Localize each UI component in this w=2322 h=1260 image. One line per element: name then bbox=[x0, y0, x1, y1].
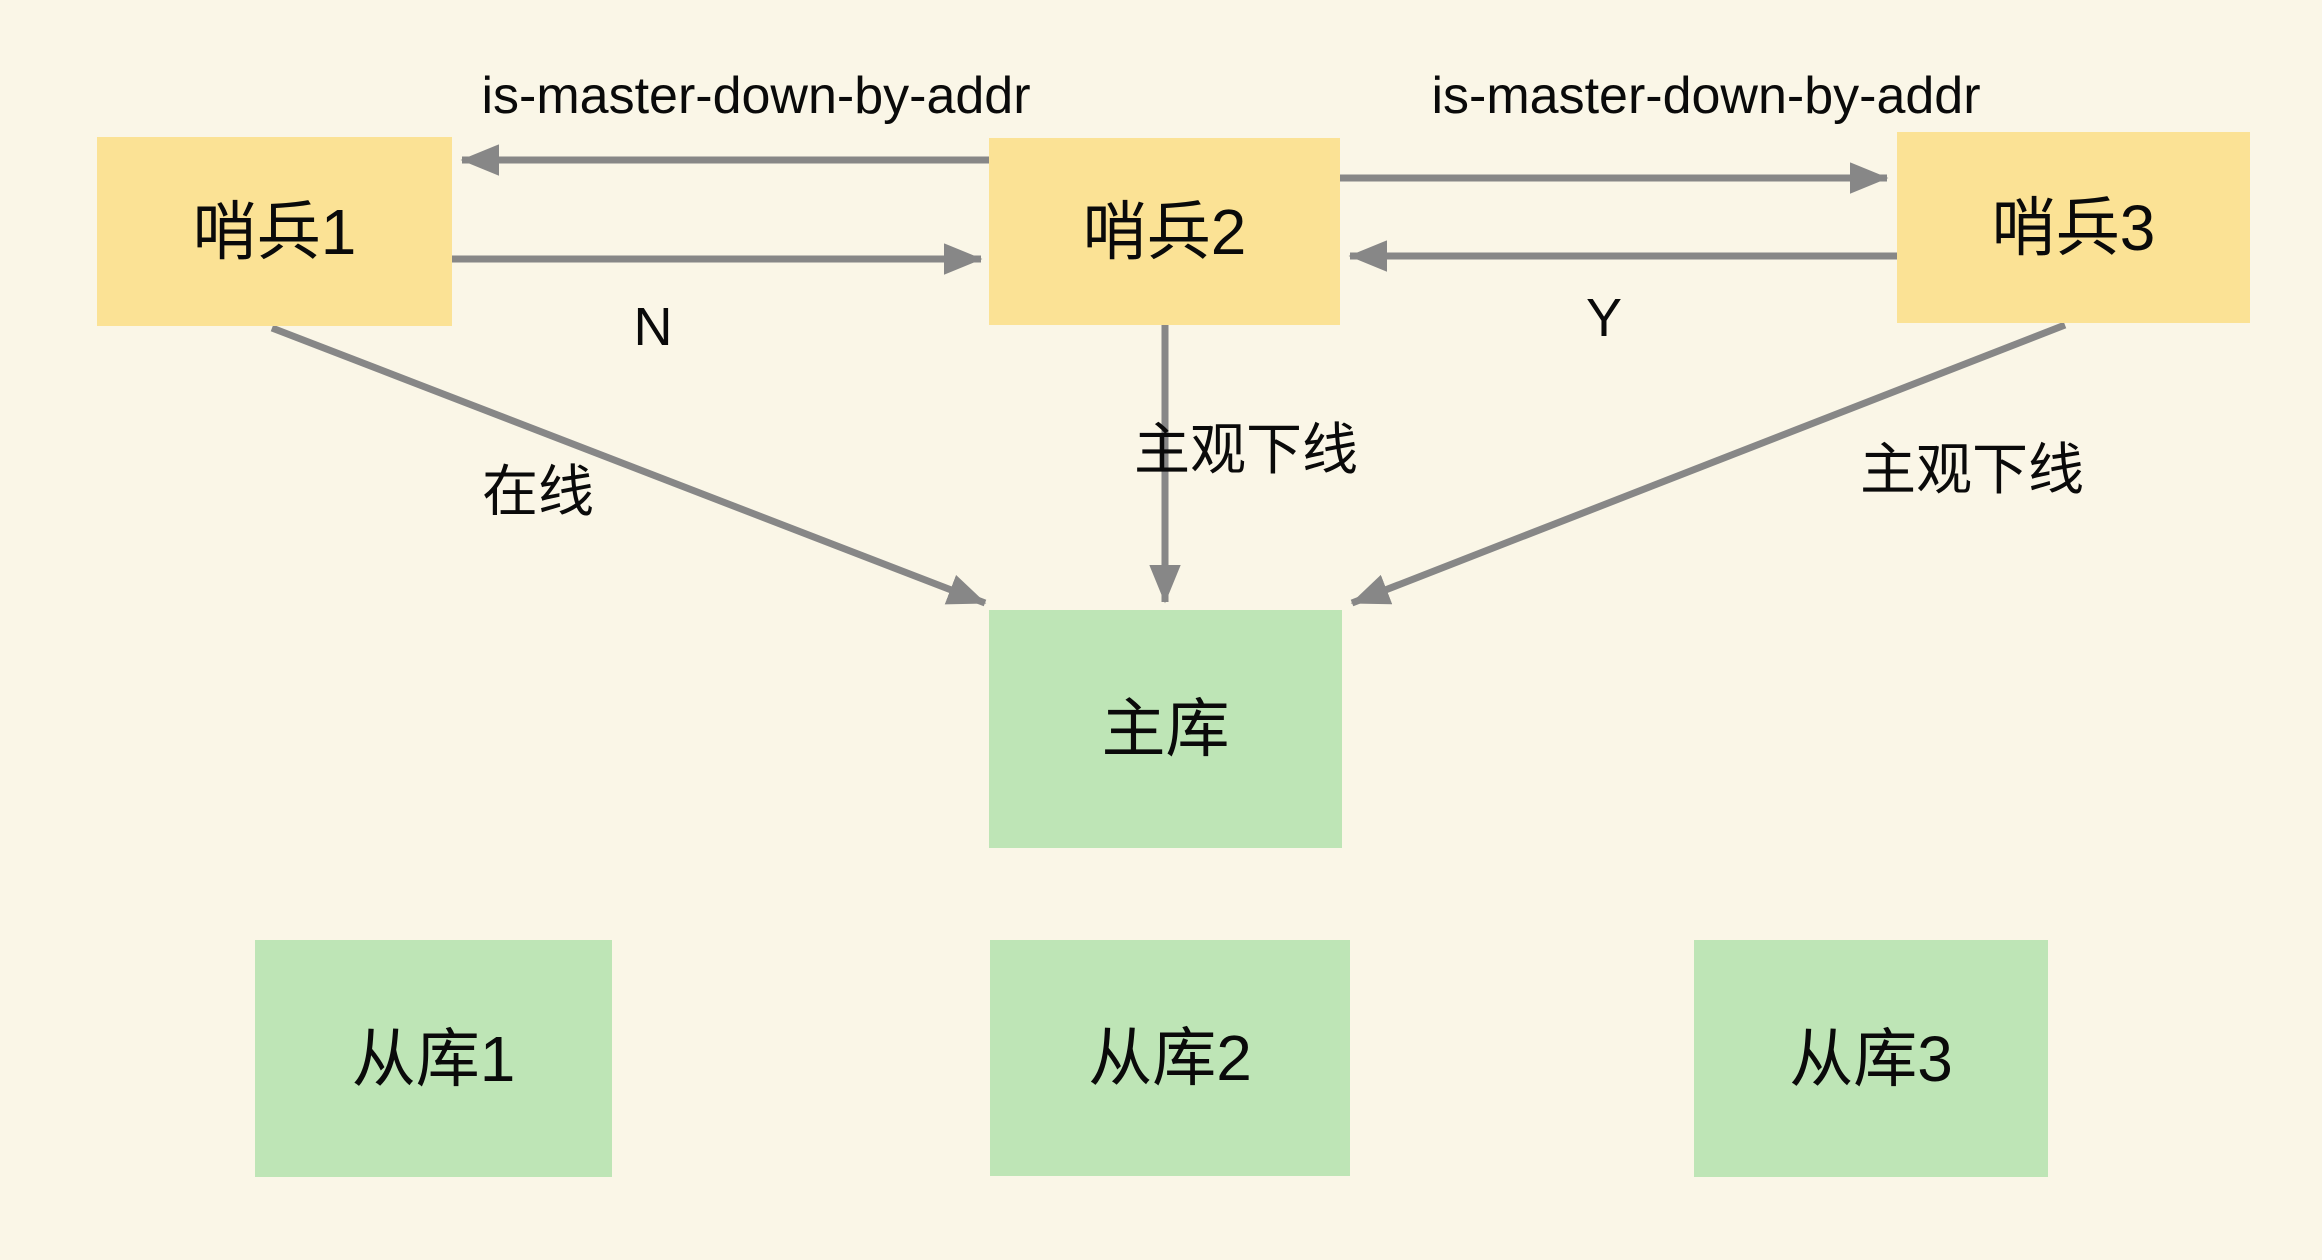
node-master: 主库 bbox=[989, 610, 1342, 848]
arrow-sentinel3-to-master bbox=[1350, 321, 2067, 607]
node-sentinel2-label: 哨兵2 bbox=[1082, 195, 1247, 268]
edge-label-subjective-down-right: 主观下线 bbox=[1860, 438, 2084, 501]
node-sentinel3-label: 哨兵3 bbox=[1991, 191, 2156, 264]
node-master-label: 主库 bbox=[1101, 693, 1230, 765]
edge-label-is-master-down-left: is-master-down-by-addr bbox=[481, 67, 1031, 125]
node-sentinel1-label: 哨兵1 bbox=[192, 195, 357, 268]
node-sentinel2: 哨兵2 bbox=[989, 138, 1340, 325]
node-slave1-label: 从库1 bbox=[351, 1022, 516, 1095]
edge-label-online: 在线 bbox=[482, 460, 594, 523]
node-slave3-label: 从库3 bbox=[1789, 1022, 1953, 1095]
edge-label-subjective-down-mid: 主观下线 bbox=[1134, 418, 1358, 481]
edge-label-reply-n: N bbox=[633, 297, 673, 357]
arrow-sentinel1-to-master bbox=[270, 324, 987, 607]
node-slave2-label: 从库2 bbox=[1088, 1022, 1252, 1094]
node-sentinel3: 哨兵3 bbox=[1897, 132, 2250, 323]
edge-label-is-master-down-right: is-master-down-by-addr bbox=[1431, 67, 1981, 125]
node-sentinel1: 哨兵1 bbox=[97, 137, 452, 326]
node-slave2: 从库2 bbox=[990, 940, 1350, 1176]
edge-label-reply-y: Y bbox=[1585, 288, 1623, 348]
node-slave1: 从库1 bbox=[255, 940, 612, 1177]
node-slave3: 从库3 bbox=[1694, 940, 2048, 1177]
